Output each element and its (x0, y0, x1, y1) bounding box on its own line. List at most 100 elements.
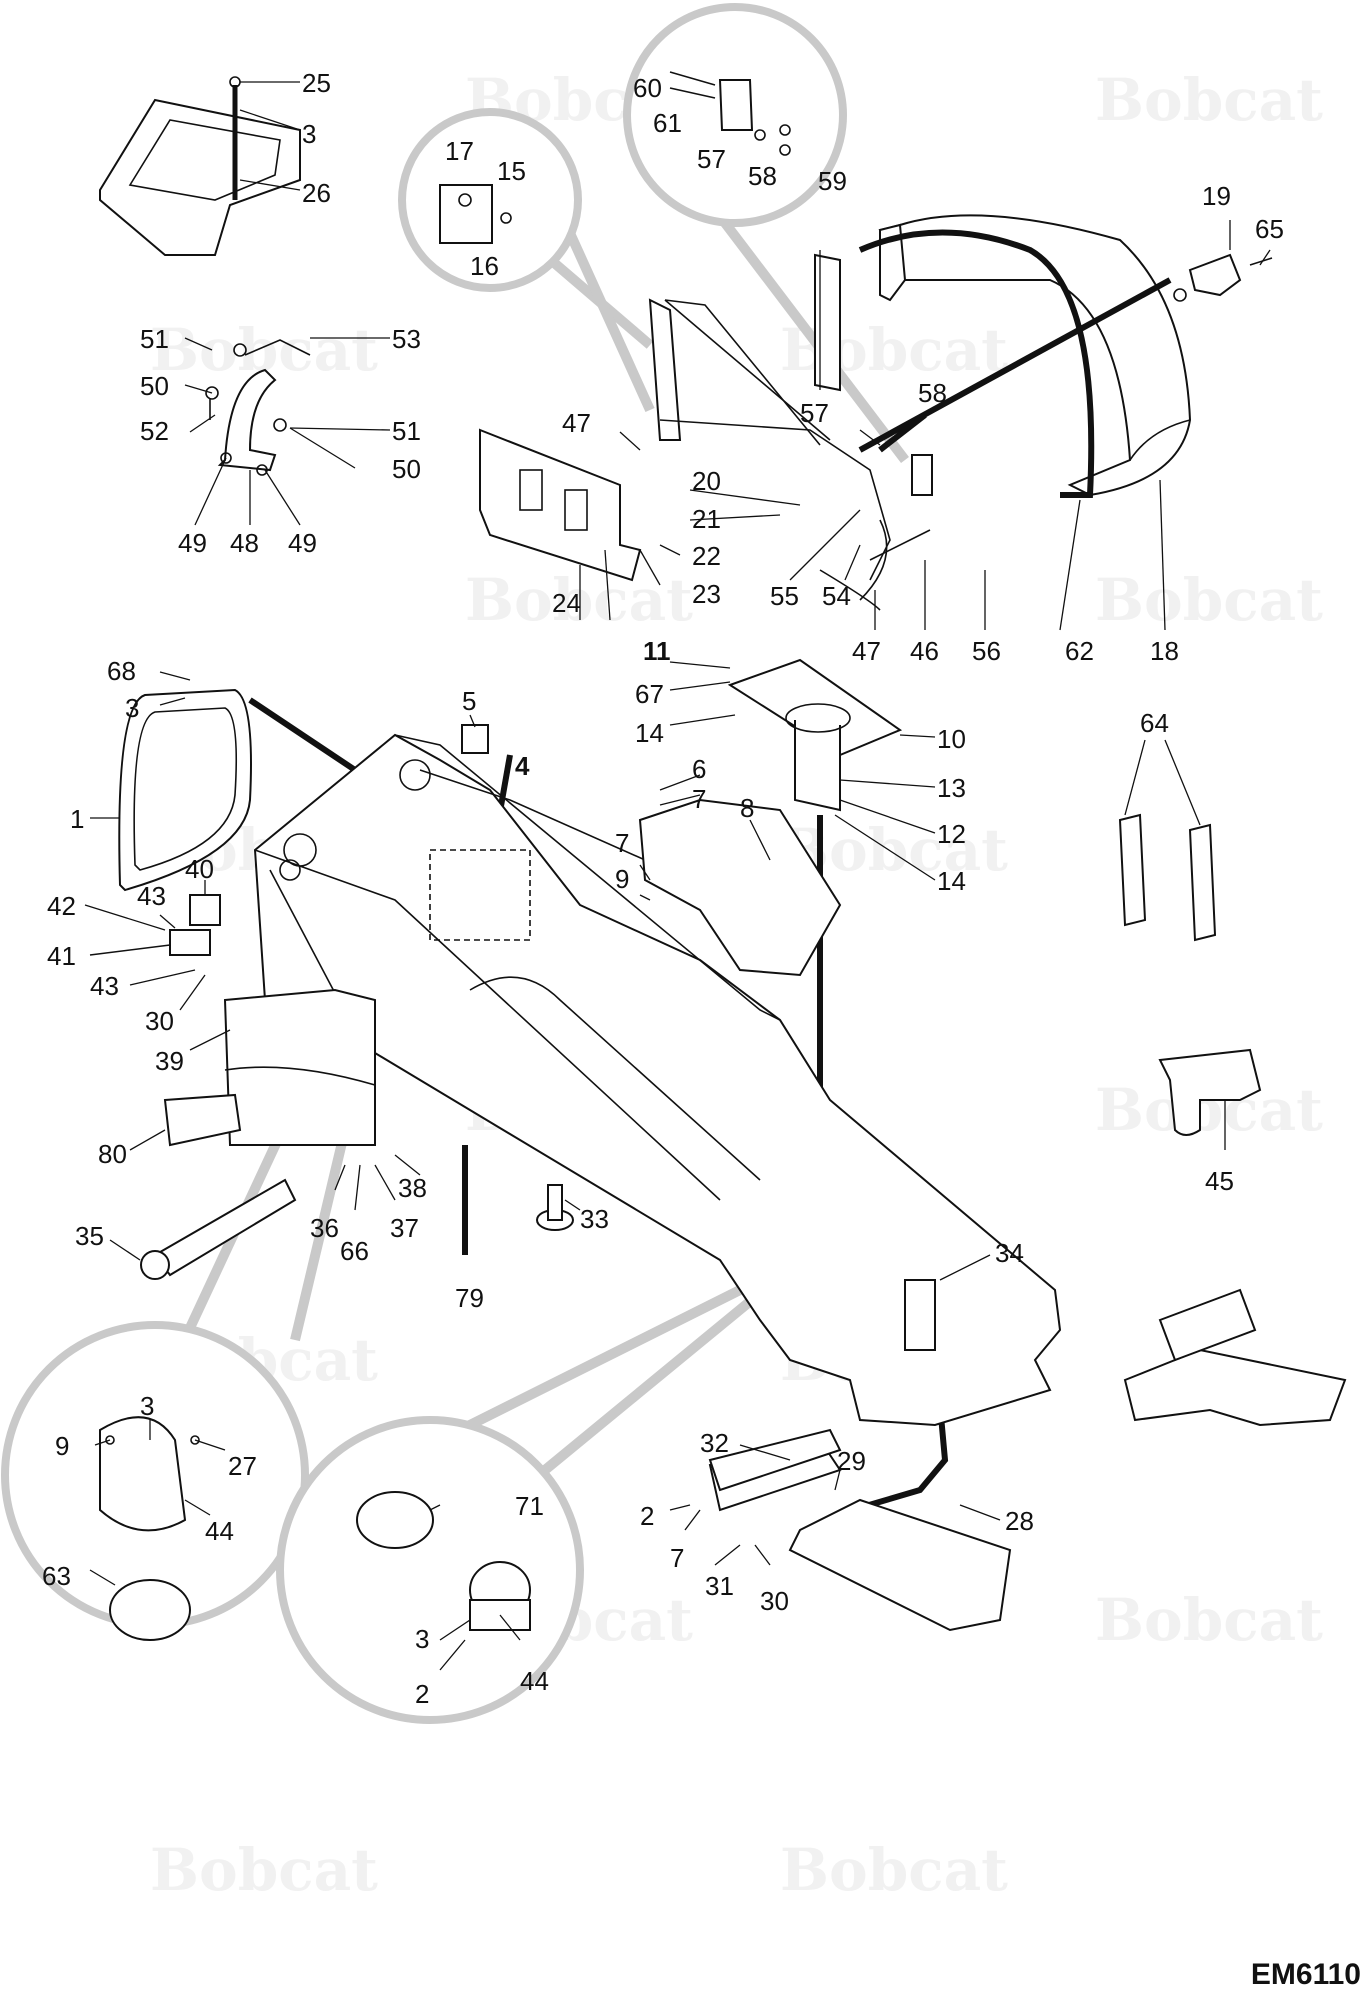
callout-43: 43 (90, 971, 119, 1001)
callout-57: 57 (800, 398, 829, 428)
callout-21: 21 (692, 504, 721, 534)
callout-5: 5 (462, 686, 476, 716)
callout-3: 3 (140, 1391, 154, 1421)
valve-43 (89, 929, 211, 956)
pedestal-10 (727, 658, 903, 812)
callout-39: 39 (155, 1046, 184, 1076)
callout-59: 59 (818, 166, 847, 196)
callout-58: 58 (748, 161, 777, 191)
callout-60: 60 (633, 73, 662, 103)
callout-80: 80 (98, 1139, 127, 1169)
bushing-5 (461, 724, 489, 754)
callout-52: 52 (140, 416, 169, 446)
callout-44: 44 (205, 1516, 234, 1546)
callout-12: 12 (937, 819, 966, 849)
callout-6: 6 (692, 754, 706, 784)
cylinder-35 (140, 1178, 297, 1280)
watermark-bobcat-logo: Bobcat (1095, 1586, 1323, 1654)
callout-7: 7 (670, 1543, 684, 1573)
callout-11: 11 (643, 636, 671, 666)
callout-44: 44 (520, 1666, 549, 1696)
callout-68: 68 (107, 656, 136, 686)
floor-plate-8 (638, 798, 842, 977)
step-plate-assembly (99, 76, 301, 256)
svg-text:Bobcat: Bobcat (1095, 1586, 1323, 1654)
detail-circle-top-right (623, 3, 909, 464)
callout-3: 3 (415, 1624, 429, 1654)
callout-71: 71 (515, 1491, 544, 1521)
callout-48: 48 (230, 528, 259, 558)
bracket-45 (1158, 1048, 1262, 1136)
callout-58: 58 (918, 378, 947, 408)
callout-28: 28 (1005, 1506, 1034, 1536)
handle-19 (1173, 253, 1273, 302)
callout-31: 31 (705, 1571, 734, 1601)
plate-59 (814, 253, 841, 392)
callout-22: 22 (692, 541, 721, 571)
callout-49: 49 (288, 528, 317, 558)
bushing-40 (189, 894, 221, 926)
callout-7: 7 (692, 784, 706, 814)
callout-64: 64 (1140, 708, 1169, 738)
callout-66: 66 (340, 1236, 369, 1266)
callout-19: 19 (1202, 181, 1231, 211)
callout-labels: 25 3 26 17 15 16 60 61 57 58 59 19 65 51… (42, 68, 1284, 1709)
callout-43: 43 (137, 881, 166, 911)
detail-circle-bottom-right (276, 1270, 774, 1724)
callout-27: 27 (228, 1451, 257, 1481)
callout-33: 33 (580, 1204, 609, 1234)
callout-30: 30 (760, 1586, 789, 1616)
watermark-bobcat-logo: Bobcat (150, 1836, 378, 1904)
leader-lines (84, 81, 1271, 1671)
callout-67: 67 (635, 679, 664, 709)
callout-57: 57 (697, 144, 726, 174)
callout-14: 14 (937, 866, 966, 896)
callout-9: 9 (615, 864, 629, 894)
watermark-bobcat-logo: Bobcat (780, 1836, 1008, 1904)
detail-circle-top-left (398, 108, 655, 413)
svg-text:Bobcat: Bobcat (1095, 66, 1323, 134)
callout-23: 23 (692, 579, 721, 609)
fender-18 (878, 214, 1192, 497)
callout-13: 13 (937, 773, 966, 803)
plates-64 (1118, 813, 1217, 942)
drawing-code: EM6110 (1250, 1958, 1361, 1991)
callout-34: 34 (995, 1238, 1024, 1268)
callout-32: 32 (700, 1428, 729, 1458)
callout-8: 8 (740, 793, 754, 823)
fitting-33 (536, 1184, 574, 1231)
callout-40: 40 (185, 854, 214, 884)
callout-2: 2 (415, 1679, 429, 1709)
callout-9: 9 (55, 1431, 69, 1461)
callout-54: 54 (822, 581, 851, 611)
callout-2: 2 (640, 1501, 654, 1531)
callout-79: 79 (455, 1283, 484, 1313)
callout-51: 51 (140, 324, 169, 354)
callout-26: 26 (302, 178, 331, 208)
callout-16: 16 (470, 251, 499, 281)
callout-35: 35 (75, 1221, 104, 1251)
guard-32 (708, 1428, 842, 1492)
callout-65: 65 (1255, 214, 1284, 244)
callout-3: 3 (302, 119, 316, 149)
svg-text:Bobcat: Bobcat (150, 1836, 378, 1904)
callout-7: 7 (615, 828, 629, 858)
callout-36: 36 (310, 1213, 339, 1243)
callout-47: 47 (562, 408, 591, 438)
callout-18: 18 (1150, 636, 1179, 666)
callout-47: 47 (852, 636, 881, 666)
callout-10: 10 (937, 724, 966, 754)
callout-20: 20 (692, 466, 721, 496)
callout-61: 61 (653, 108, 682, 138)
callout-62: 62 (1065, 636, 1094, 666)
callout-4: 4 (515, 751, 530, 781)
callout-30: 30 (145, 1006, 174, 1036)
rear-step-platform (1123, 1288, 1347, 1427)
callout-63: 63 (42, 1561, 71, 1591)
callout-49: 49 (178, 528, 207, 558)
bracket-assembly-48 (205, 339, 311, 476)
callout-38: 38 (398, 1173, 427, 1203)
mounting-plate-24 (479, 428, 642, 582)
callout-25: 25 (302, 68, 331, 98)
